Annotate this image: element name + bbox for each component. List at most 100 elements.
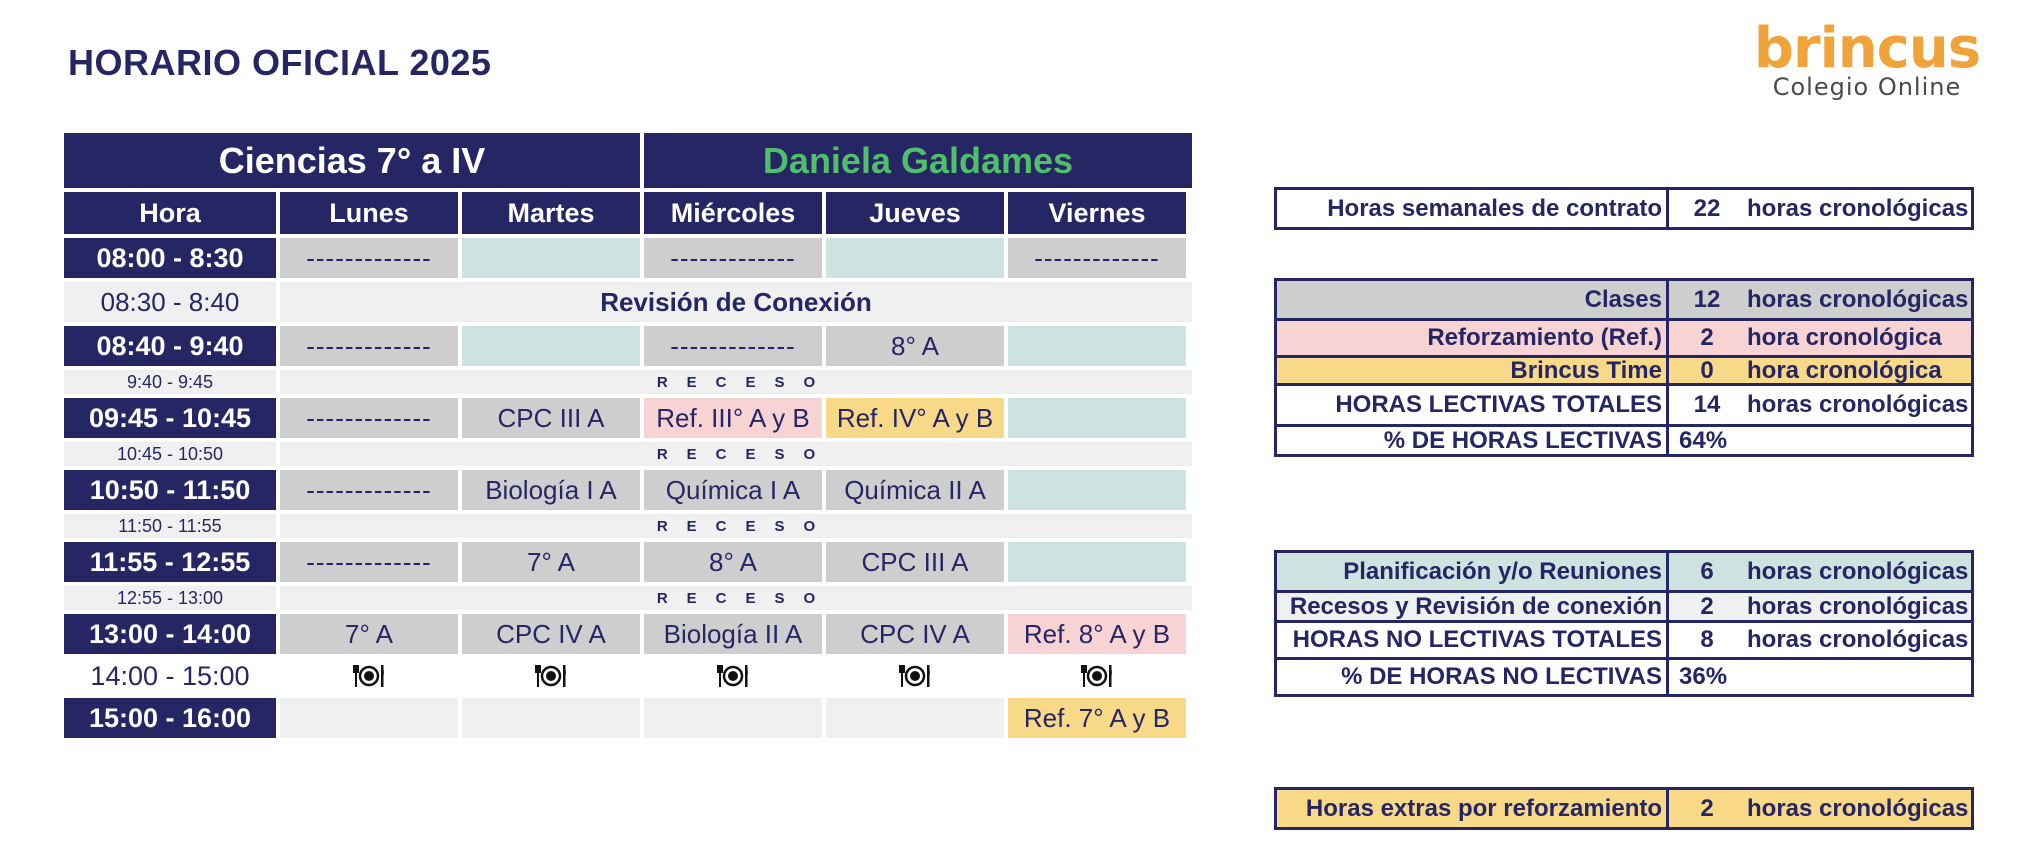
summary-label: Planificación y/o Reuniones [1277,553,1669,590]
cell-viernes: Ref. 7° A y B [1008,698,1186,738]
cell-miercoles [644,698,822,738]
col-header-hora: Hora [64,192,276,234]
page-title: HORARIO OFICIAL 2025 [68,42,492,83]
summary-label: HORAS LECTIVAS TOTALES [1277,386,1669,424]
summary-label: % DE HORAS LECTIVAS [1277,427,1669,454]
subject-title: Ciencias 7° a IV [64,133,640,188]
cell-jueves: CPC III A [826,542,1004,582]
cell-viernes [1008,398,1186,438]
col-header-viernes: Viernes [1008,192,1186,234]
cell-lunes: ------------- [280,238,458,278]
table-row: 08:40 - 9:40 ------------- -------------… [64,326,1192,366]
time-cell: 11:55 - 12:55 [64,542,276,582]
revision-cell: Revisión de Conexión [280,282,1192,322]
summary-value: 6 [1700,557,1714,585]
lunch-icon [535,665,566,687]
cell-miercoles: Química I A [644,470,822,510]
no-lectivas-summary: Planificación y/o Reuniones 6 horas cron… [1274,550,1974,697]
cell-viernes [1008,658,1186,694]
summary-row: Horas extras por reforzamiento 2 horas c… [1277,790,1971,827]
summary-label: HORAS NO LECTIVAS TOTALES [1277,623,1669,657]
recess-cell: RECESO [280,442,1192,466]
cell-martes [462,658,640,694]
summary-value: 8 [1700,626,1714,653]
summary-label: % DE HORAS NO LECTIVAS [1277,660,1669,694]
schedule-table: Ciencias 7° a IV Daniela Galdames Hora L… [64,133,1192,742]
logo-subtitle: Colegio Online [1772,73,1962,101]
summary-unit: horas cronológicas [1747,626,1969,653]
summary-unit: horas cronológicas [1747,557,1969,585]
summary-value: 22 [1693,194,1721,222]
table-row: 12:55 - 13:00 RECESO [64,586,1192,610]
time-cell: 13:00 - 14:00 [64,614,276,654]
summary-label: Reforzamiento (Ref.) [1277,321,1669,355]
cell-miercoles: Biología II A [644,614,822,654]
time-cell: 08:40 - 9:40 [64,326,276,366]
table-row: 08:30 - 8:40 Revisión de Conexión [64,282,1192,322]
time-cell: 12:55 - 13:00 [64,586,276,610]
cell-lunes: 7° A [280,614,458,654]
cell-jueves [826,238,1004,278]
cell-miercoles: Ref. III° A y B [644,398,822,438]
summary-unit: horas cronológicas [1747,391,1969,418]
summary-value: 12 [1693,285,1721,313]
summary-label: Horas semanales de contrato [1277,190,1669,227]
recess-cell: RECESO [280,370,1192,394]
cell-martes: CPC III A [462,398,640,438]
cell-jueves: Ref. IV° A y B [826,398,1004,438]
summary-unit: hora cronológica [1747,324,1942,351]
summary-value: 0 [1700,356,1714,384]
cell-lunes: ------------- [280,542,458,582]
contract-summary: Horas semanales de contrato 22 horas cro… [1274,187,1974,230]
table-row: 13:00 - 14:00 7° A CPC IV A Biología II … [64,614,1192,654]
summary-unit: hora cronológica [1747,356,1942,384]
cell-martes [462,326,640,366]
cell-jueves [826,698,1004,738]
cell-jueves: 8° A [826,326,1004,366]
table-row: 15:00 - 16:00 Ref. 7° A y B [64,698,1192,738]
time-cell: 10:45 - 10:50 [64,442,276,466]
lunch-icon [353,665,384,687]
cell-miercoles: ------------- [644,326,822,366]
time-cell: 9:40 - 9:45 [64,370,276,394]
recess-cell: RECESO [280,514,1192,538]
cell-viernes: ------------- [1008,238,1186,278]
summary-label: Recesos y Revisión de conexión [1277,593,1669,620]
summary-row: Clases 12 horas cronológicas [1277,281,1971,318]
cell-jueves: Química II A [826,470,1004,510]
summary-row: Reforzamiento (Ref.) 2 hora cronológica [1277,318,1971,355]
summary-value: 64% [1679,426,1728,454]
cell-lunes: ------------- [280,326,458,366]
summary-unit: horas cronológicas [1747,794,1969,822]
summary-row: Brincus Time 0 hora cronológica [1277,355,1971,384]
cell-lunes [280,658,458,694]
time-cell: 14:00 - 15:00 [64,658,276,694]
cell-jueves [826,658,1004,694]
cell-martes: Biología I A [462,470,640,510]
summary-row: HORAS LECTIVAS TOTALES 14 horas cronológ… [1277,383,1971,424]
cell-martes [462,698,640,738]
cell-lunes: ------------- [280,470,458,510]
time-cell: 11:50 - 11:55 [64,514,276,538]
time-cell: 08:30 - 8:40 [64,282,276,322]
summary-label: Brincus Time [1277,357,1669,384]
summary-value: 14 [1693,391,1721,418]
table-row: 09:45 - 10:45 ------------- CPC III A Re… [64,398,1192,438]
recess-cell: RECESO [280,586,1192,610]
table-row: 9:40 - 9:45 RECESO [64,370,1192,394]
summary-value: 2 [1700,324,1714,351]
summary-row: Planificación y/o Reuniones 6 horas cron… [1277,553,1971,590]
cell-miercoles: 8° A [644,542,822,582]
cell-miercoles [644,658,822,694]
extras-summary: Horas extras por reforzamiento 2 horas c… [1274,787,1974,830]
lectivas-summary: Clases 12 horas cronológicas Reforzamien… [1274,278,1974,457]
summary-value: 2 [1700,592,1714,620]
cell-viernes [1008,326,1186,366]
schedule-header: Ciencias 7° a IV Daniela Galdames [64,133,1192,188]
col-header-martes: Martes [462,192,640,234]
logo-word: brincus [1753,16,1981,81]
summary-label: Horas extras por reforzamiento [1277,790,1669,827]
summary-unit: horas cronológicas [1747,285,1969,313]
table-row: 10:45 - 10:50 RECESO [64,442,1192,466]
col-header-lunes: Lunes [280,192,458,234]
